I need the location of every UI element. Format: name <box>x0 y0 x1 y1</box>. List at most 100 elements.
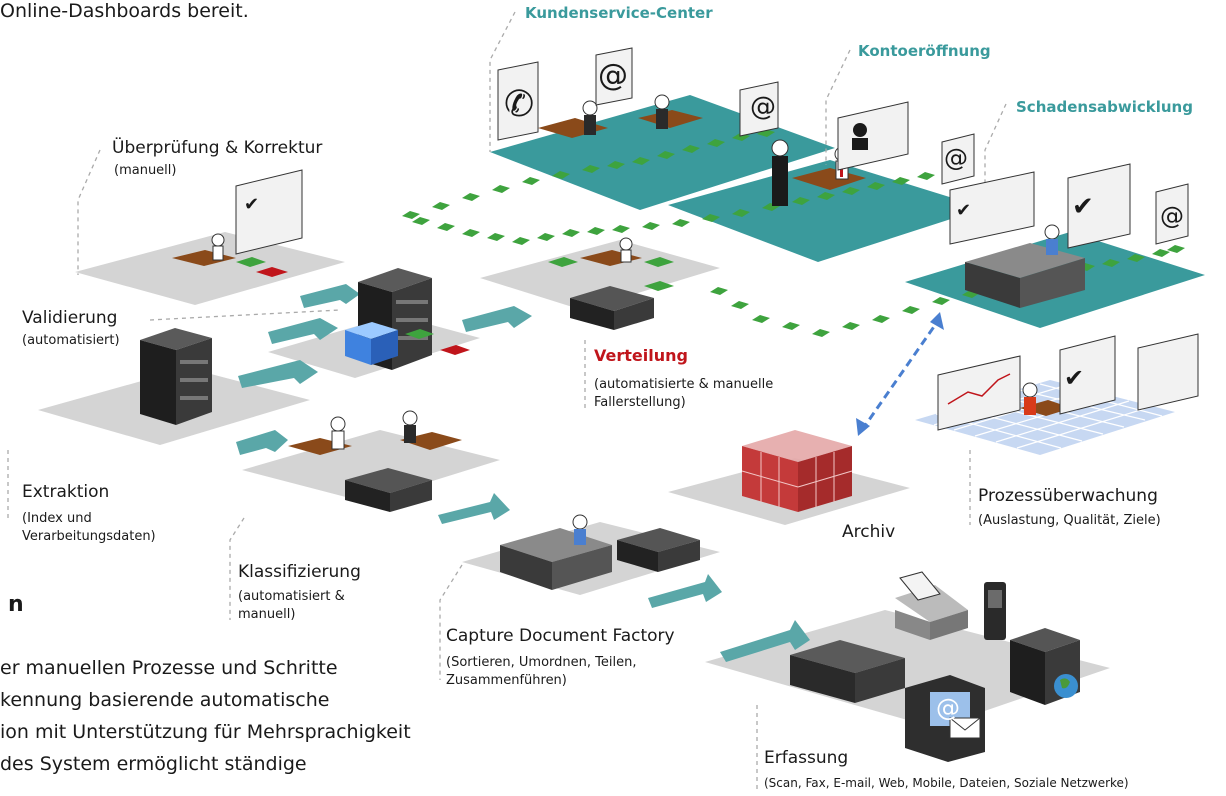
sub-ueberpruefung: (manuell) <box>114 163 177 178</box>
green-flow-marker <box>487 233 505 241</box>
body-line-3: ion mit Unterstützung für Mehrsprachigke… <box>0 721 411 743</box>
label-verteilung: Verteilung <box>594 346 688 365</box>
green-flow-marker <box>682 145 700 153</box>
sub-extraktion-1: (Index und <box>22 511 92 526</box>
person-verteilung <box>619 237 633 263</box>
person-kundenservice-2 <box>654 94 670 129</box>
server-rack-verteilung <box>570 286 654 330</box>
email-icon: @ <box>936 694 960 722</box>
chart-sign-prozess <box>937 355 1021 431</box>
green-flow-marker <box>702 214 720 222</box>
web-monitor <box>905 675 985 762</box>
green-flow-marker <box>642 222 660 230</box>
green-flow-marker <box>842 187 860 195</box>
label-ueberpruefung: Überprüfung & Korrektur <box>112 138 323 158</box>
archive-cube <box>741 430 853 512</box>
arrow-erfassung-to-capture-1 <box>720 620 810 662</box>
green-flow-marker <box>612 225 630 233</box>
body-line-1: er manuellen Prozesse und Schritte <box>0 657 338 679</box>
green-flow-marker <box>757 129 775 137</box>
scanner-device <box>790 640 905 703</box>
green-flow-marker <box>657 151 675 159</box>
email-icon: @ <box>750 92 776 122</box>
green-flow-marker <box>917 172 935 180</box>
check-icon: ✔ <box>1072 192 1094 222</box>
green-flow-marker <box>522 177 540 185</box>
email-doc-sign-2 <box>1155 183 1189 245</box>
email-icon: @ <box>944 144 968 172</box>
email-doc-sign-1 <box>739 81 779 137</box>
green-flow-marker <box>552 171 570 179</box>
grid-sign-prozess <box>1059 335 1116 415</box>
green-flow-marker <box>872 315 890 323</box>
checklist-sign-ueberpr <box>235 169 303 255</box>
person-klass-2 <box>402 410 418 443</box>
label-kontoeroeffnung: Kontoeröffnung <box>858 42 991 60</box>
green-flow-marker <box>842 322 860 330</box>
grid-sign-schaden <box>1067 163 1131 249</box>
sub-capture-1: (Sortieren, Umordnen, Teilen, <box>446 655 637 670</box>
label-validierung: Validierung <box>22 308 118 328</box>
person-klass-1 <box>330 416 346 450</box>
status-pads <box>236 257 674 355</box>
body-line-2: kennung basierende automatische <box>0 689 330 711</box>
fax-device <box>895 571 968 640</box>
green-flow-marker <box>1102 259 1120 267</box>
green-flow-marker <box>402 211 420 219</box>
mobile-phone <box>984 582 1006 640</box>
flow-arrows <box>236 284 810 662</box>
label-prozess: Prozessüberwachung <box>978 486 1158 506</box>
platform-kontoeroeffnung <box>668 160 985 262</box>
green-flow-marker <box>892 177 910 185</box>
sub-capture-2: Zusammenführen) <box>446 673 567 688</box>
green-flow-marker <box>707 139 725 147</box>
arrow-extraktion-to-valid <box>238 360 318 388</box>
email-sign-kundenservice <box>595 47 633 106</box>
green-flow-marker <box>462 229 480 237</box>
green-flow-marker <box>812 329 830 337</box>
green-flow-marker <box>782 322 800 330</box>
green-flow-marker <box>710 287 728 295</box>
green-flow-marker <box>732 209 750 217</box>
intro-fragment: Online-Dashboards bereit. <box>0 0 249 22</box>
green-flow-marker <box>817 192 835 200</box>
checklist-sign-schaden <box>949 171 1035 245</box>
label-kundenservice: Kundenservice-Center <box>525 4 713 22</box>
green-flow-marker <box>582 165 600 173</box>
sub-verteilung-2: Fallerstellung) <box>594 395 686 410</box>
id-card-sign <box>837 101 909 171</box>
green-flow-marker <box>731 301 749 309</box>
green-flow-marker <box>867 182 885 190</box>
sub-prozess: (Auslastung, Qualität, Ziele) <box>978 513 1161 528</box>
sub-verteilung-1: (automatisierte & manuelle <box>594 377 774 392</box>
green-flow-marker <box>932 297 950 305</box>
label-capture: Capture Document Factory <box>446 626 675 646</box>
check-icon: ✔ <box>244 194 260 215</box>
green-flow-marker <box>792 197 810 205</box>
label-extraktion: Extraktion <box>22 482 110 502</box>
green-flow-marker <box>672 219 690 227</box>
green-flow-marker <box>587 227 605 235</box>
validation-cube <box>345 322 398 365</box>
arrow-valid-to-ueberpr-2 <box>300 284 360 308</box>
green-flow-marker <box>512 237 530 245</box>
label-archiv: Archiv <box>842 522 896 542</box>
green-flow-marker <box>437 223 455 231</box>
person-kontoeroeffnung-standing <box>771 139 789 206</box>
person-schaden <box>1044 224 1060 255</box>
green-flow-marker <box>1127 254 1145 262</box>
email-icon: @ <box>598 58 628 93</box>
server-rack-capture <box>617 528 700 572</box>
label-erfassung: Erfassung <box>764 748 849 768</box>
body-line-4: des System ermöglicht ständige <box>0 753 307 775</box>
person-prozess <box>1022 382 1038 415</box>
email-sign-kontoeroeffnung <box>941 133 975 185</box>
green-flow-marker <box>632 157 650 165</box>
green-flow-marker <box>412 217 430 225</box>
server-rack-klass <box>345 468 432 512</box>
check-icon: ✔ <box>1064 364 1085 392</box>
phone-icon: ✆ <box>504 84 535 125</box>
signs <box>235 47 1199 431</box>
arrow-capture-to-klass <box>438 493 510 524</box>
email-icon: @ <box>1160 202 1184 230</box>
